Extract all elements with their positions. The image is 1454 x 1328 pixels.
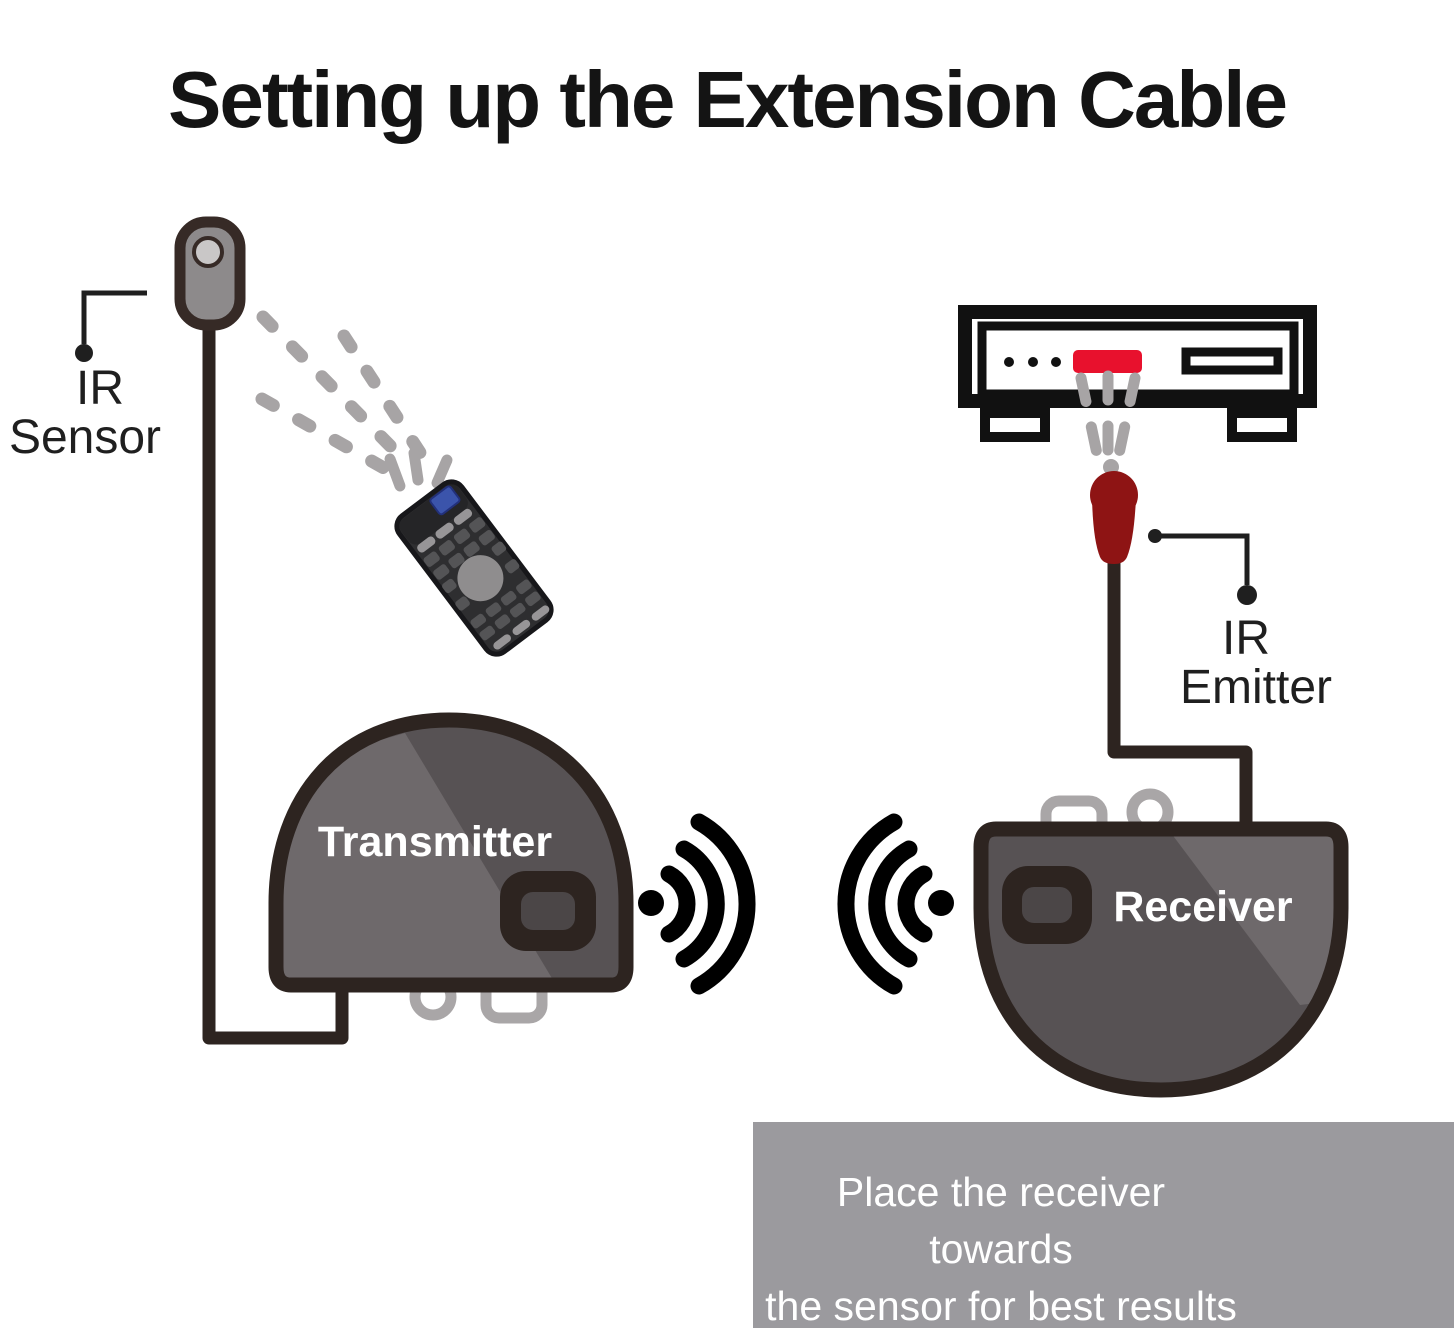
remote-ir-led: [429, 485, 461, 516]
wireless-signal-right-icon: [837, 813, 954, 995]
ir-beam-dashes: [255, 310, 437, 483]
receiver-outline: [973, 821, 1349, 1098]
ir-emitter-wire: [1107, 550, 1253, 836]
ir-sensor-wire: [202, 316, 349, 1045]
ir-emitter-label-line1: IR: [1222, 612, 1270, 665]
page-title: Setting up the Extension Cable: [168, 54, 1288, 144]
remote-control-icon: [394, 479, 554, 657]
note-box: Place the receiver towards the sensor fo…: [753, 1122, 1454, 1328]
callout-line: [81, 290, 147, 344]
av-player-left-foot: [980, 408, 1050, 442]
av-disc-slot: [1181, 347, 1283, 375]
note-line2: the sensor for best results: [765, 1283, 1237, 1328]
ir-beam-tip-dashes: [384, 447, 453, 492]
transmitter-dome-icon: Transmitter: [268, 712, 634, 993]
ir-sensor-callout: IR Sensor: [9, 290, 161, 464]
callout-dot: [75, 344, 93, 362]
transmitter-label: Transmitter: [318, 818, 552, 866]
av-player-right-foot: [1227, 408, 1297, 442]
note-text: Place the receiver towards the sensor fo…: [761, 1164, 1241, 1328]
remote-dpad: [457, 555, 504, 602]
ir-sensor-icon: [174, 216, 246, 331]
transmitter-outline: [268, 712, 634, 993]
av-player-icon: [958, 305, 1317, 442]
av-player-indicator-dots: [1004, 357, 1061, 367]
callout-dot: [1237, 585, 1257, 605]
remote-light-buttons-top: [417, 508, 473, 553]
transmitter-highlight: [276, 733, 556, 985]
callout-line: [1155, 533, 1250, 585]
receiver-label: Receiver: [1113, 883, 1293, 931]
receiver-ir-window-inner: [1022, 887, 1072, 923]
av-ir-window: [1073, 350, 1142, 373]
note-line1: Place the receiver towards: [836, 1169, 1166, 1272]
receiver-highlight: [1168, 829, 1341, 1005]
transmitter-ir-window-inner: [521, 892, 575, 930]
wireless-signal-left-icon: [638, 813, 756, 995]
remote-button-grid: [423, 517, 541, 641]
ir-emitter-label-line2: Emitter: [1180, 661, 1332, 714]
ir-sensor-label-line2: Sensor: [9, 411, 161, 464]
ir-sensor-lens: [192, 236, 224, 268]
ir-sensor-label-line1: IR: [76, 362, 124, 415]
ir-emitter-callout: IR Emitter: [1148, 529, 1332, 714]
ir-emitter-tip-glow: [1103, 459, 1119, 475]
remote-light-buttons-bottom: [493, 605, 550, 650]
av-ir-beam-dashes: [1075, 370, 1141, 476]
ir-emitter-icon: [1090, 471, 1138, 564]
receiver-dome-icon: Receiver: [973, 821, 1349, 1098]
